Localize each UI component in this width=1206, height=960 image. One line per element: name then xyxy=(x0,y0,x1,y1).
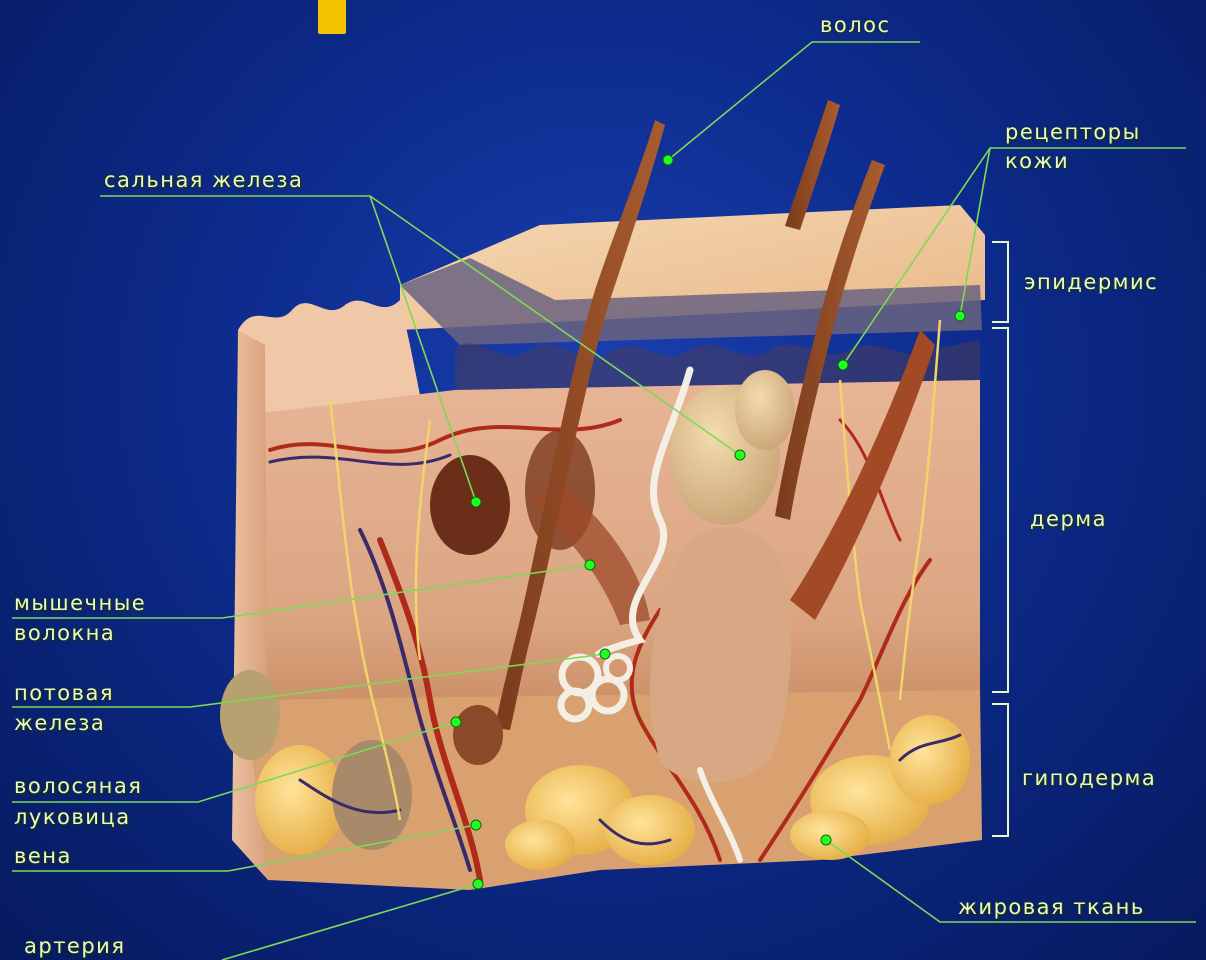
hypodermis-bracket xyxy=(992,704,1008,836)
label-sweat-gland-line2: железа xyxy=(14,710,105,736)
epidermis-bracket xyxy=(992,242,1008,322)
label-adipose-tissue: жировая ткань xyxy=(958,894,1145,920)
label-hypodermis: гиподерма xyxy=(1022,765,1156,791)
hair-bulb-marker xyxy=(451,717,461,727)
label-epidermis: эпидермис xyxy=(1024,269,1158,295)
label-hair-bulb-line1: волосяная xyxy=(14,773,142,799)
receptor-marker-2 xyxy=(955,311,965,321)
adipose-marker xyxy=(821,835,831,845)
sweat-marker xyxy=(600,649,610,659)
layer-brackets xyxy=(992,242,1008,836)
receptor-marker-1 xyxy=(838,360,848,370)
muscle-marker xyxy=(585,560,595,570)
label-skin-receptors-line1: рецепторы xyxy=(1005,119,1141,145)
label-sweat-gland-line1: потовая xyxy=(14,680,114,706)
label-artery: артерия xyxy=(24,933,125,959)
label-muscle-fibers-line2: волокна xyxy=(14,620,115,646)
label-skin-receptors-line2: кожи xyxy=(1005,148,1069,174)
vein-marker xyxy=(471,820,481,830)
artery-leader xyxy=(222,884,478,960)
sebaceous-marker-1 xyxy=(471,497,481,507)
label-vein: вена xyxy=(14,843,72,869)
label-hair-bulb-line2: луковица xyxy=(14,804,131,830)
hair-marker xyxy=(663,155,673,165)
label-hair: волос xyxy=(820,12,891,38)
sebaceous-marker-2 xyxy=(735,450,745,460)
label-muscle-fibers-line1: мышечные xyxy=(14,590,146,616)
label-sebaceous-gland: сальная железа xyxy=(104,167,303,193)
hair-leader xyxy=(668,42,920,160)
artery-marker xyxy=(473,879,483,889)
label-dermis: дерма xyxy=(1030,506,1107,532)
dermis-bracket xyxy=(992,328,1008,692)
